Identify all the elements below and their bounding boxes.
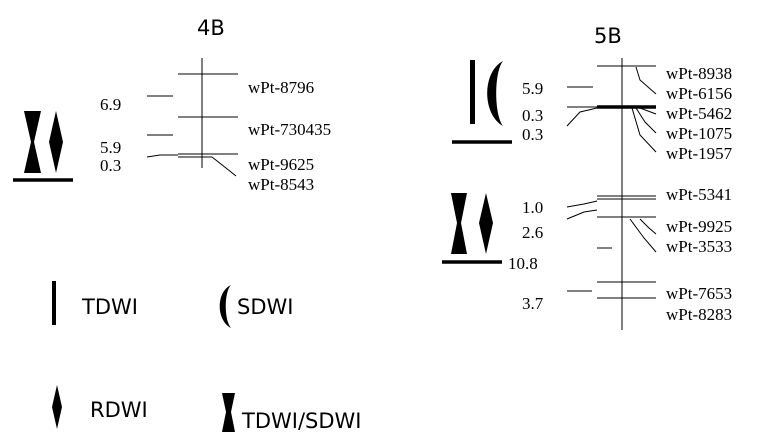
interval-distance: 10.8 <box>508 254 538 273</box>
chromosome-5b-title: 5B <box>594 24 622 48</box>
legend-label: RDWI <box>90 398 148 422</box>
diamond-icon <box>52 385 62 429</box>
legend-label: SDWI <box>237 295 293 319</box>
bar-icon <box>52 281 56 325</box>
hourglass-icon <box>222 393 235 432</box>
interval-distance: 3.7 <box>522 294 544 313</box>
interval-distance: 2.6 <box>522 223 543 242</box>
hourglass-icon <box>451 193 467 254</box>
marker-label: wPt-8938 <box>666 64 732 83</box>
legend: TDWI SDWI RDWI TDWI/SDWI <box>52 281 362 433</box>
chromosome-4b-map: 4B 6.9 5.9 0.3 wPt-8796 wPt-730435 wPt-9… <box>13 16 331 194</box>
chromosome-4b-title: 4B <box>197 16 225 40</box>
legend-label: TDWI/SDWI <box>241 409 362 433</box>
marker-label: wPt-730435 <box>248 120 331 139</box>
marker-connector <box>629 218 657 253</box>
diamond-icon <box>49 111 63 173</box>
interval-tick <box>566 200 598 208</box>
interval-distance: 5.9 <box>522 79 543 98</box>
chromosome-5b-map: 5B 5.9 0.3 0.3 1.0 2.6 10.8 <box>442 24 733 330</box>
marker-label: wPt-1075 <box>666 124 732 143</box>
diamond-icon <box>479 193 493 254</box>
marker-label: wPt-8796 <box>248 78 314 97</box>
marker-label: wPt-1957 <box>666 144 733 163</box>
marker-connector <box>631 107 657 153</box>
marker-connector <box>639 107 657 115</box>
interval-distance: 1.0 <box>522 198 543 217</box>
interval-distance: 5.9 <box>100 138 121 157</box>
legend-item-sdwi: SDWI <box>219 285 293 328</box>
interval-distance: 0.3 <box>522 125 543 144</box>
crescent-icon <box>219 285 231 328</box>
interval-distance: 6.9 <box>100 95 121 114</box>
marker-label: wPt-3533 <box>666 237 732 256</box>
interval-tick <box>146 154 178 158</box>
marker-label: wPt-6156 <box>666 84 732 103</box>
interval-tick <box>566 209 598 220</box>
marker-label: wPt-8283 <box>666 305 732 324</box>
marker-label: wPt-9925 <box>666 217 732 236</box>
interval-tick <box>566 107 598 127</box>
legend-item-tdwi: TDWI <box>52 281 138 325</box>
marker-label: wPt-5341 <box>666 185 732 204</box>
marker-label: wPt-8543 <box>248 175 314 194</box>
marker-label: wPt-5462 <box>666 104 732 123</box>
interval-distance: 0.3 <box>100 156 121 175</box>
marker-connector <box>211 156 237 177</box>
legend-item-tdwi-sdwi: TDWI/SDWI <box>222 393 362 433</box>
marker-label: wPt-9625 <box>248 155 314 174</box>
marker-connector <box>635 66 657 95</box>
interval-distance: 0.3 <box>522 106 543 125</box>
hourglass-icon <box>24 111 41 173</box>
marker-connector <box>635 107 657 134</box>
legend-item-rdwi: RDWI <box>52 385 148 429</box>
marker-connector <box>639 218 657 235</box>
marker-label: wPt-7653 <box>666 284 732 303</box>
crescent-icon <box>487 61 503 126</box>
legend-label: TDWI <box>81 295 138 319</box>
bar-icon <box>470 60 475 124</box>
